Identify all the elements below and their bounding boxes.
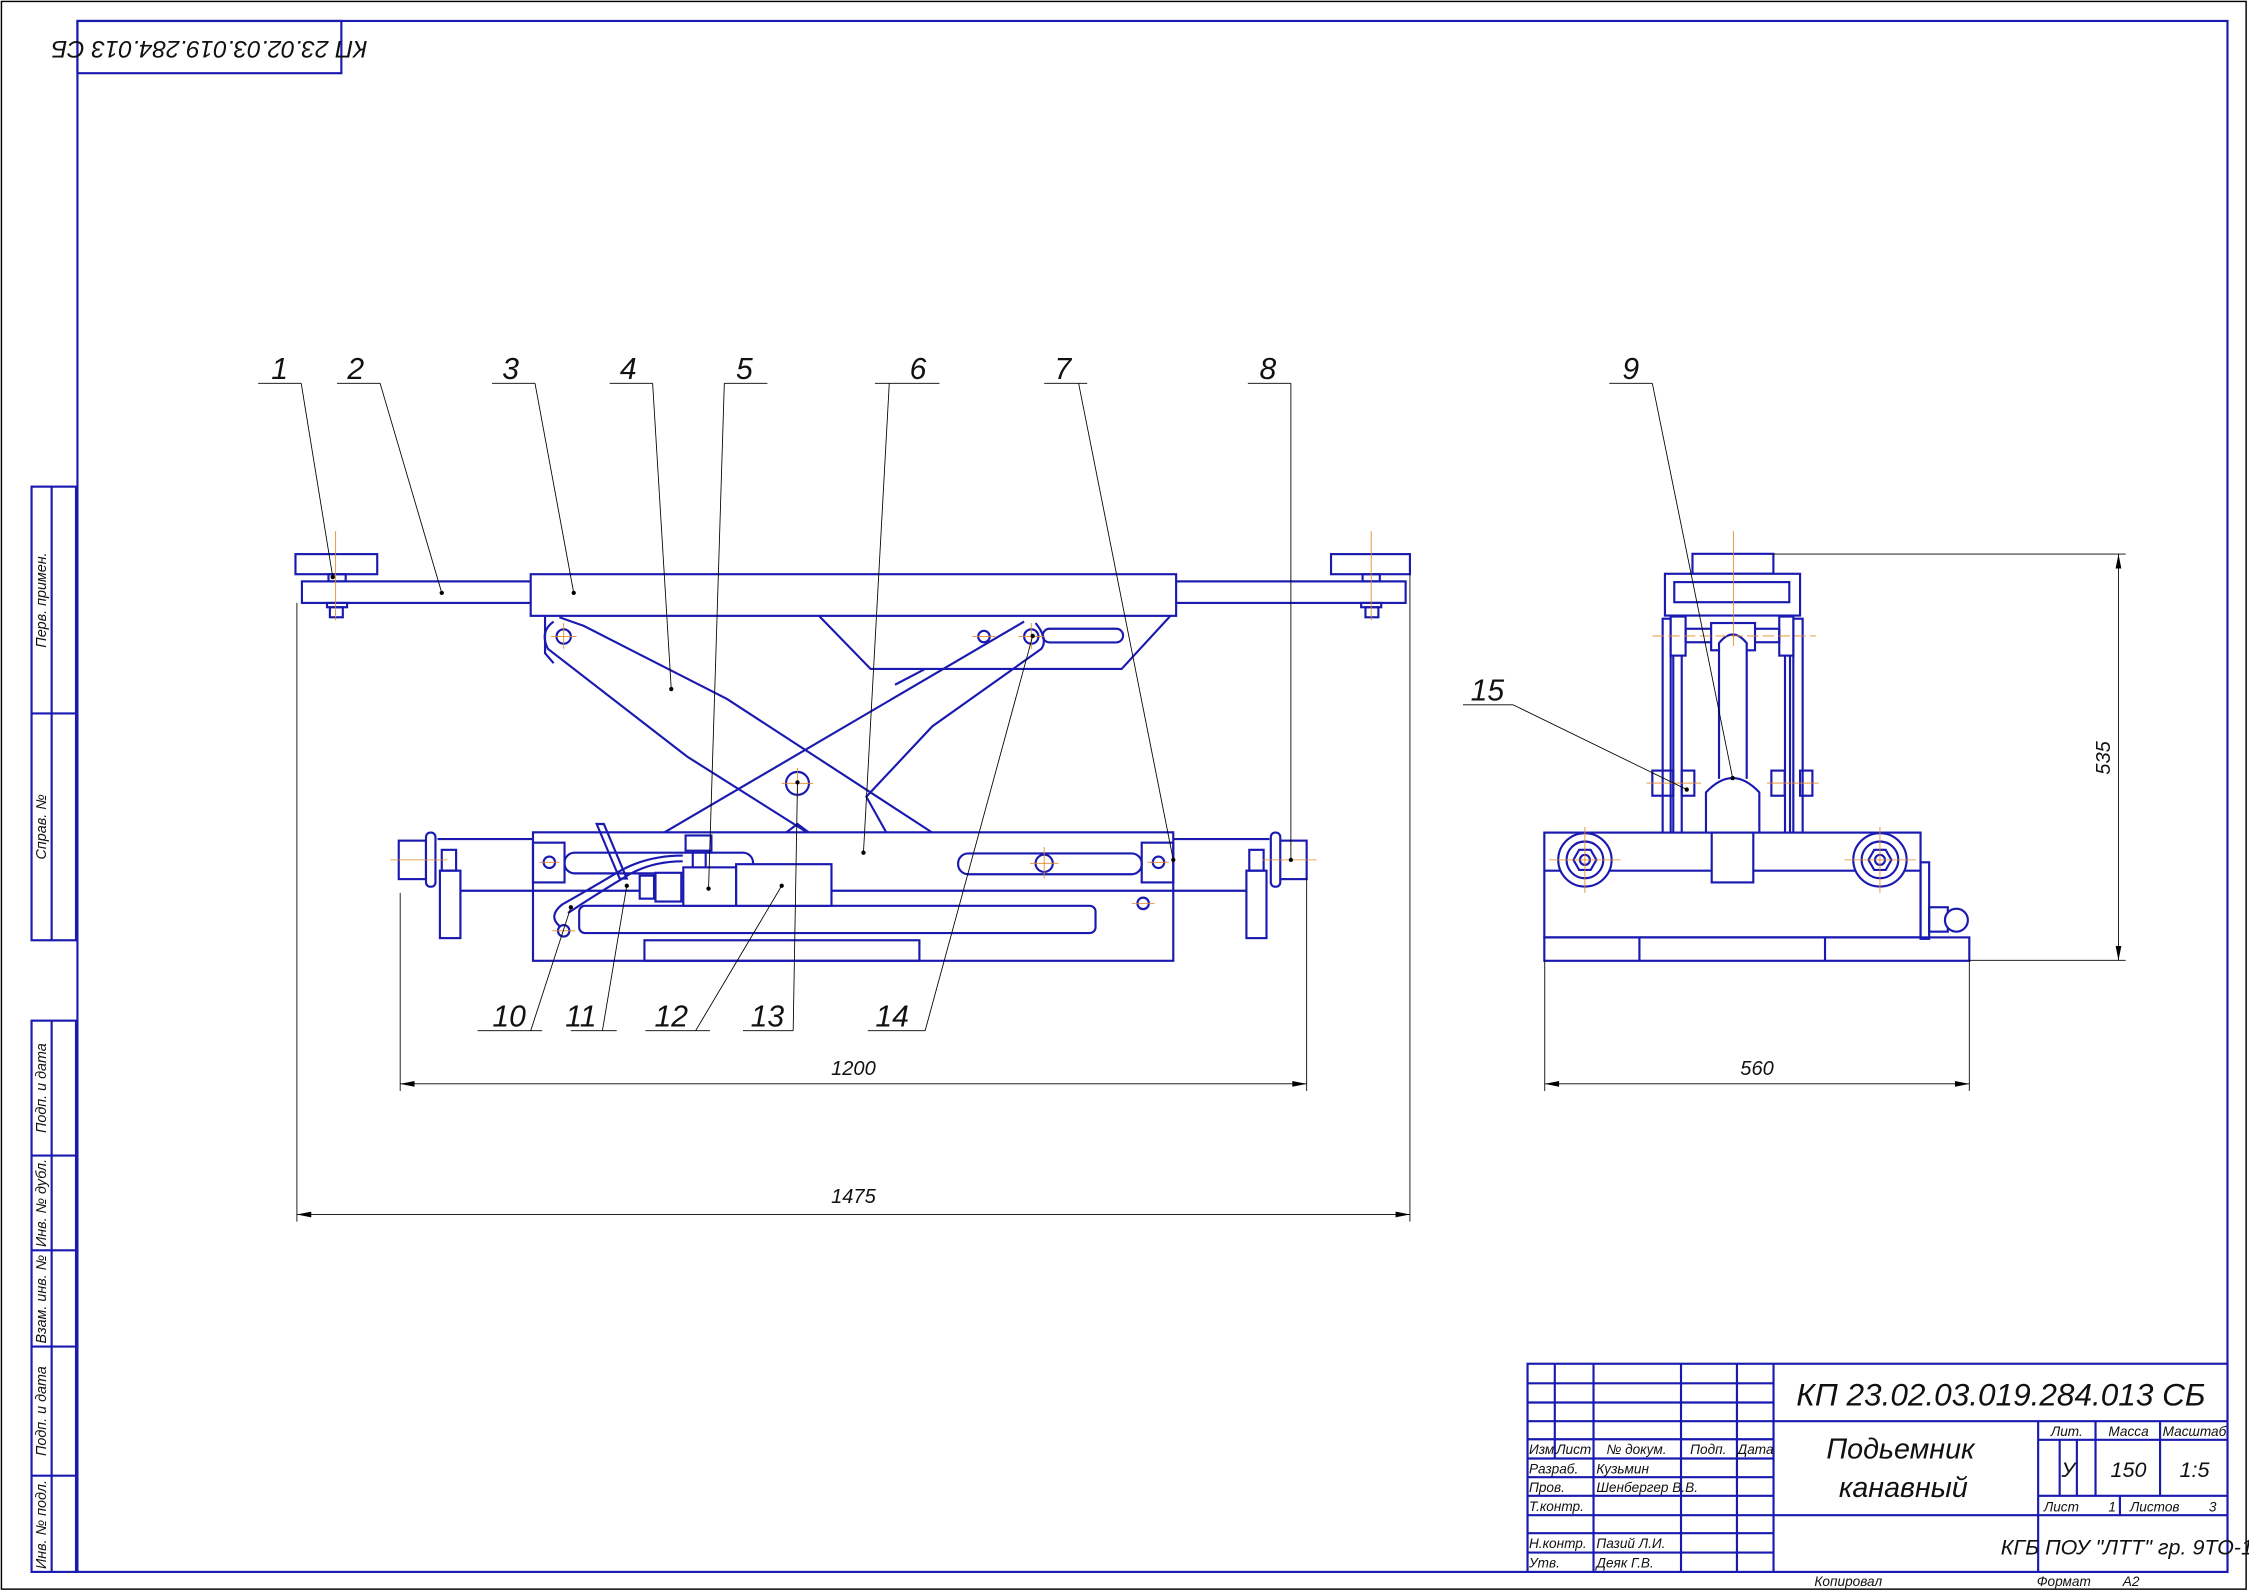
organization: КГБ ПОУ "ЛТТ" гр. 9ТО-16: [2001, 1536, 2249, 1560]
role-label: Пров.: [1529, 1480, 1565, 1495]
format-value: А2: [2122, 1574, 2140, 1589]
svg-text:6: 6: [910, 353, 927, 386]
inner-frame: [76, 19, 2229, 1573]
top-stamp: КП 23.02.03.019.284.013 СБ: [51, 19, 367, 75]
strip-label: Инв. № дубл.: [34, 1159, 50, 1247]
strip-label: Справ. №: [34, 794, 50, 859]
svg-text:13: 13: [751, 1000, 785, 1033]
svg-text:3: 3: [2209, 1500, 2217, 1515]
drawing-name-line2: канавный: [1839, 1472, 1968, 1504]
svg-text:2: 2: [346, 353, 364, 386]
svg-text:9: 9: [1622, 353, 1639, 386]
svg-text:12: 12: [655, 1000, 689, 1033]
svg-text:Изм.: Изм.: [1529, 1442, 1558, 1457]
callout-15: 15: [1462, 675, 1689, 792]
callout-1: 1: [258, 353, 335, 580]
svg-text:3: 3: [502, 353, 519, 386]
role-label: Утв.: [1528, 1556, 1560, 1571]
side-strip: Перв. примен. Справ. № Подп. и дата Инв.…: [30, 485, 78, 1573]
svg-text:14: 14: [875, 1000, 909, 1033]
role-name: Кузьмин: [1596, 1462, 1649, 1477]
role-name: Шенбергер В.В.: [1596, 1480, 1698, 1495]
svg-text:7: 7: [1054, 353, 1072, 386]
svg-text:Лист: Лист: [1555, 1442, 1591, 1457]
title-block: КП 23.02.03.019.284.013 СБ Подьемник кан…: [1526, 1362, 2249, 1573]
svg-text:Дата: Дата: [1736, 1442, 1774, 1457]
strip-label: Перв. примен.: [34, 552, 50, 647]
format-label: Формат: [2037, 1574, 2091, 1589]
svg-text:Масштаб: Масштаб: [2163, 1424, 2228, 1439]
role-name: Деяк Г.В.: [1594, 1556, 1653, 1571]
dimension-1200: 1200: [831, 1058, 876, 1080]
svg-text:№ докум.: № докум.: [1607, 1442, 1667, 1457]
svg-text:1:5: 1:5: [2180, 1458, 2211, 1482]
svg-text:8: 8: [1260, 353, 1277, 386]
side-view: [1543, 531, 1971, 962]
svg-text:Листов: Листов: [2129, 1500, 2180, 1515]
callout-6: 6: [861, 353, 940, 855]
svg-text:Лит.: Лит.: [2050, 1424, 2083, 1439]
callout-3: 3: [491, 353, 576, 596]
dimensions: 1200 1475 560 535: [296, 553, 2126, 1222]
callout-9: 9: [1609, 353, 1735, 781]
callout-7: 7: [1044, 353, 1176, 863]
drawing-name-line1: Подьемник: [1826, 1433, 1976, 1465]
role-label: Н.контр.: [1529, 1536, 1587, 1551]
front-view: [294, 531, 1412, 962]
svg-text:15: 15: [1471, 675, 1505, 708]
role-label: Разраб.: [1529, 1462, 1578, 1477]
callout-11: 11: [565, 883, 629, 1033]
callout-8: 8: [1247, 353, 1294, 863]
svg-text:150: 150: [2111, 1458, 2147, 1482]
strip-label: Взам. инв. №: [34, 1255, 50, 1344]
svg-text:У: У: [2060, 1458, 2077, 1482]
callout-12: 12: [645, 883, 784, 1033]
callout-10: 10: [477, 905, 574, 1033]
svg-text:4: 4: [620, 353, 637, 386]
svg-text:Масса: Масса: [2108, 1424, 2149, 1439]
role-label: Т.контр.: [1529, 1499, 1584, 1514]
dimension-560: 560: [1740, 1058, 1773, 1080]
dimension-535: 535: [2093, 740, 2115, 774]
strip-label: Подп. и дата: [34, 1366, 50, 1456]
wheel-left: [1549, 826, 1621, 893]
copied-label: Копировал: [1814, 1574, 1882, 1589]
wheel-right: [1844, 826, 1917, 893]
svg-text:1: 1: [271, 353, 288, 386]
callouts: 1 2 3 4 5 6 7 8 9 15 10 11 12 13 14: [258, 353, 1735, 1033]
svg-text:10: 10: [492, 1000, 526, 1033]
designation: КП 23.02.03.019.284.013 СБ: [1796, 1376, 2205, 1412]
role-name: Пазий Л.И.: [1596, 1536, 1665, 1551]
strip-label: Подп. и дата: [34, 1043, 50, 1133]
callout-13: 13: [742, 780, 800, 1033]
strip-label: Инв. № подл.: [34, 1480, 50, 1569]
callout-5: 5: [706, 353, 768, 891]
svg-text:Подп.: Подп.: [1690, 1442, 1726, 1457]
svg-text:11: 11: [565, 1000, 596, 1033]
callout-14: 14: [867, 633, 1035, 1033]
svg-text:5: 5: [736, 353, 753, 386]
top-stamp-text: КП 23.02.03.019.284.013 СБ: [51, 35, 367, 62]
callout-2: 2: [337, 353, 444, 596]
svg-text:Лист: Лист: [2043, 1500, 2079, 1515]
dimension-1475: 1475: [831, 1186, 876, 1208]
callout-4: 4: [609, 353, 674, 692]
svg-text:1: 1: [2108, 1500, 2116, 1515]
